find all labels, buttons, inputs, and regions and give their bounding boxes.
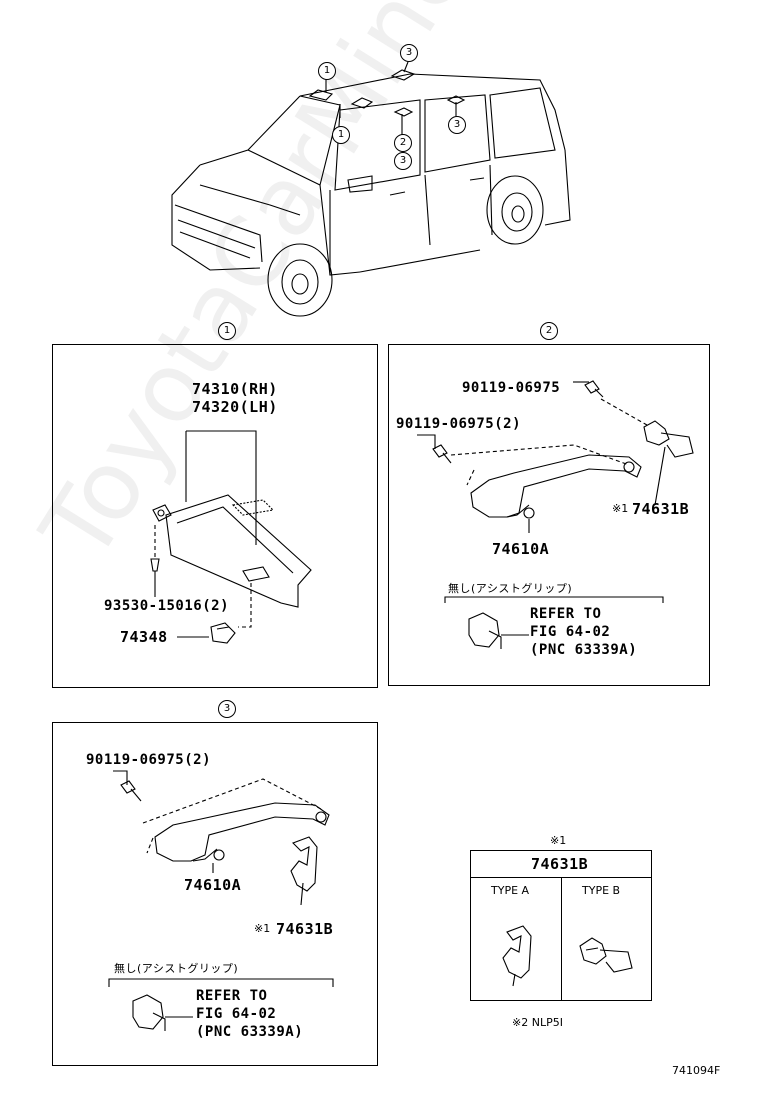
part-90119-06975-pair: 90119-06975(2) xyxy=(396,416,522,432)
part-74348: 74348 xyxy=(120,628,168,646)
refer-to-line2-rear: FIG 64-02 xyxy=(196,1006,277,1022)
type-table-note-mark: ※1 xyxy=(550,834,567,847)
without-assist-grip-label: 無し(アシストグリップ) xyxy=(448,582,573,595)
refer-to-line3: (PNC 63339A) xyxy=(530,642,638,658)
callout-3-rear: 3 xyxy=(448,116,466,134)
note-mark-1: ※1 xyxy=(612,502,629,515)
assist-grip-front-drawing xyxy=(417,380,694,649)
part-74320-lh: 74320(LH) xyxy=(192,398,278,416)
panel1-number: 1 xyxy=(218,322,236,340)
callout-3-roof: 3 xyxy=(400,44,418,62)
callout-2-side: 2 xyxy=(394,134,412,152)
refer-to-line2: FIG 64-02 xyxy=(530,624,611,640)
type-table-col-b: TYPE B xyxy=(561,877,652,1001)
panel3-number: 3 xyxy=(218,700,236,718)
type-a-label: TYPE A xyxy=(491,884,530,897)
type-b-label: TYPE B xyxy=(582,884,621,897)
part-74310-rh: 74310(RH) xyxy=(192,380,278,398)
type-b-holder-drawing xyxy=(579,937,633,973)
refer-to-line1: REFER TO xyxy=(530,606,602,622)
assist-grip-rear-drawing xyxy=(108,770,334,1031)
note-mark-1-rear: ※1 xyxy=(254,922,271,935)
part-74610a-rear: 74610A xyxy=(184,876,242,894)
type-table-header: 74631B xyxy=(470,850,652,878)
panel-assist-grip-front xyxy=(388,344,710,686)
panel2-number: 2 xyxy=(540,322,558,340)
refer-to-line3-rear: (PNC 63339A) xyxy=(196,1024,304,1040)
panel-assist-grip-rear xyxy=(52,722,378,1066)
callout-3-side: 3 xyxy=(394,152,412,170)
part-93530-15016: 93530-15016(2) xyxy=(104,598,230,614)
callout-1-lower: 1 xyxy=(332,126,350,144)
panel-sun-visor xyxy=(52,344,378,688)
figure-id: 741094F xyxy=(672,1064,721,1077)
type-table-col-a: TYPE A xyxy=(470,877,562,1001)
vehicle-overview-drawing xyxy=(171,61,571,317)
part-90119-06975-top: 90119-06975 xyxy=(462,380,561,396)
sun-visor-drawing xyxy=(150,430,312,644)
part-90119-06975-pair-rear: 90119-06975(2) xyxy=(86,752,212,768)
type-a-holder-drawing xyxy=(502,925,532,987)
part-74631b: 74631B xyxy=(632,500,690,518)
refer-to-line1-rear: REFER TO xyxy=(196,988,268,1004)
part-74631b-rear: 74631B xyxy=(276,920,334,938)
part-74610a: 74610A xyxy=(492,540,550,558)
without-assist-grip-label-rear: 無し(アシストグリップ) xyxy=(114,962,239,975)
callout-1-upper: 1 xyxy=(318,62,336,80)
footnote: ※2 NLP5I xyxy=(512,1016,563,1029)
type-table-part: 74631B xyxy=(531,855,589,873)
